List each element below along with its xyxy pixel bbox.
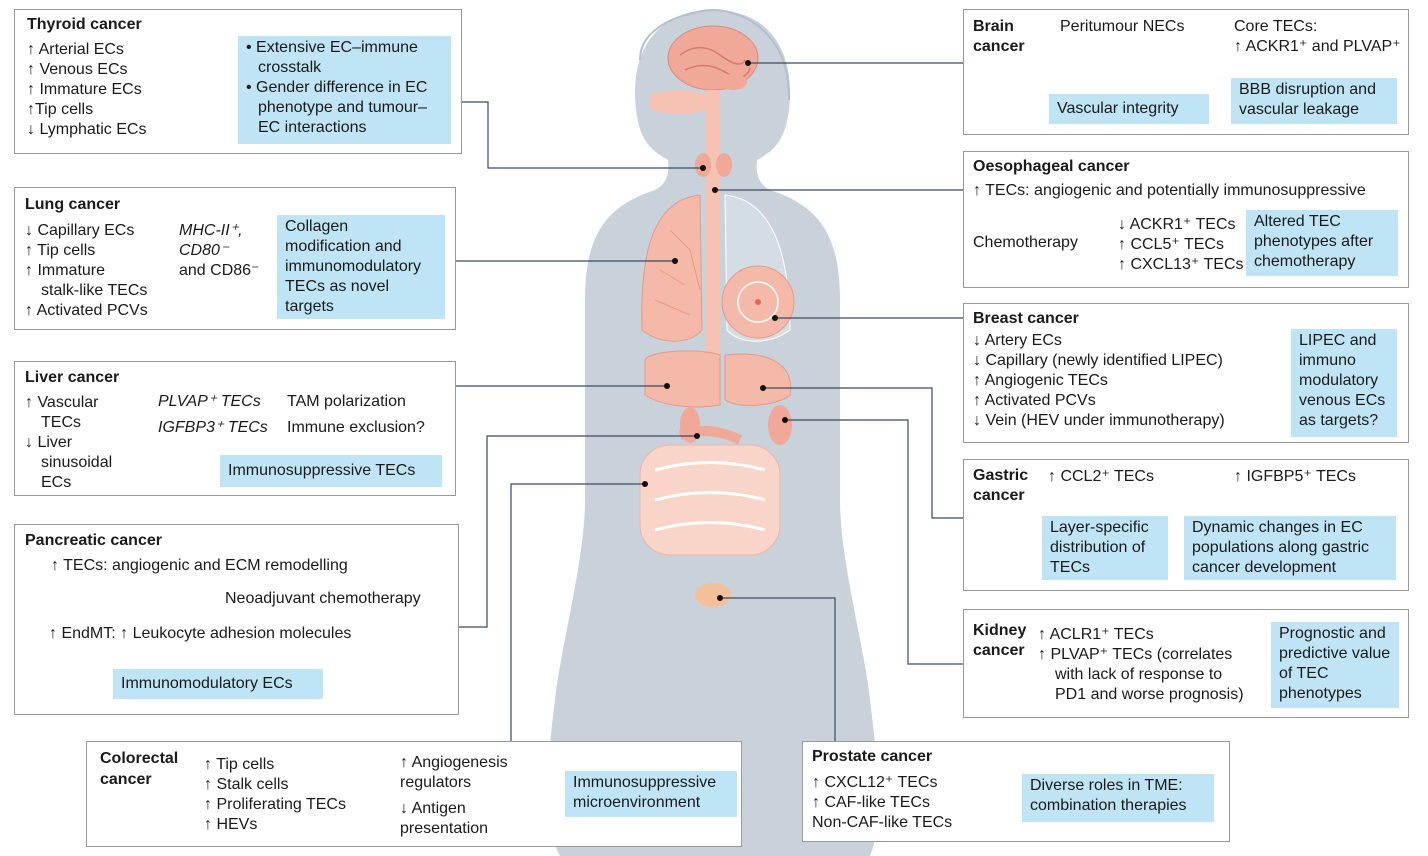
breast-item: ↓ Vein (HEV under immunotherapy) xyxy=(973,412,1225,429)
brain-result2: BBB disruption and vascular leakage xyxy=(1231,78,1397,124)
oesophageal-cancer-panel: Oesophageal cancer ↑ TECs: angiogenic an… xyxy=(963,151,1409,288)
breast-title: Breast cancer xyxy=(973,310,1079,327)
prostate-title: Prostate cancer xyxy=(812,748,933,765)
gastric-result1: Layer-specific distribution of TECs xyxy=(1042,516,1168,580)
lung-result: Collagen modification and immunomodulato… xyxy=(277,215,445,319)
gastric-a: ↑ CCL2⁺ TECs xyxy=(1048,468,1154,485)
gastric-result2: Dynamic changes in EC populations along … xyxy=(1184,516,1396,580)
thyroid-bullet: • Gender difference in EC phenotype and … xyxy=(246,79,428,136)
colorectal-mid1: ↑ Angiogenesis regulators xyxy=(400,754,508,791)
lung-title: Lung cancer xyxy=(25,196,121,213)
pancreatic-cancer-panel: Pancreatic cancer ↑ TECs: angiogenic and… xyxy=(14,524,459,715)
lung-item: stalk-like TECs xyxy=(41,282,148,299)
liver-path2-from: IGFBP3⁺ TECs xyxy=(158,419,268,436)
liver-result: Immunosuppressive TECs xyxy=(220,455,442,487)
prostate-item: ↑ CAF-like TECs xyxy=(812,794,930,811)
thyroid-item: ↓ Lymphatic ECs xyxy=(27,121,147,138)
liver-item: sinusoidal xyxy=(41,454,113,471)
thyroid-item: ↑Tip cells xyxy=(27,101,94,118)
kidney-item: ↑ ACLR1⁺ TECs xyxy=(1038,626,1154,643)
brain-result1: Vascular integrity xyxy=(1049,94,1209,124)
liver-item: ECs xyxy=(41,474,72,491)
liver-item: ↓ Liver xyxy=(25,434,73,451)
breast-cancer-panel: Breast cancer ↓ Artery ECs ↓ Capillary (… xyxy=(963,303,1409,443)
brain-core2: ↑ ACKR1⁺ and PLVAP⁺ xyxy=(1234,38,1401,55)
thyroid-item: ↑ Venous ECs xyxy=(27,61,128,78)
lung-mhc: MHC-II⁺, xyxy=(179,222,243,239)
colorectal-item: ↑ HEVs xyxy=(204,816,258,833)
prostate-organ xyxy=(695,583,731,607)
pancreatic-result: Immunomodulatory ECs xyxy=(113,669,323,699)
breast-item: ↓ Artery ECs xyxy=(973,332,1062,349)
colorectal-result: Immunosuppressive microenvironment xyxy=(565,771,737,817)
liver-title: Liver cancer xyxy=(25,369,120,386)
pancreatic-line3: ↑ EndMT: ↑ Leukocyte adhesion molecules xyxy=(49,625,352,642)
thyroid-cancer-panel: Thyroid cancer ↑ Arterial ECs ↑ Venous E… xyxy=(14,9,462,154)
oesophageal-chemo: Chemotherapy xyxy=(973,234,1078,251)
breast-item: ↑ Activated PCVs xyxy=(973,392,1096,409)
liver-organ xyxy=(644,350,721,408)
thyroid-result: • Extensive EC–immune crosstalk • Gender… xyxy=(238,36,451,144)
kidney-cancer-panel: Kidney cancer ↑ ACLR1⁺ TECs ↑ PLVAP⁺ TEC… xyxy=(963,609,1409,718)
pancreas-organ xyxy=(678,426,743,445)
oesophageal-item: ↑ CXCL13⁺ TECs xyxy=(1118,256,1244,273)
kidney-result: Prognostic and predictive value of TEC p… xyxy=(1271,622,1399,708)
liver-item: ↑ Vascular xyxy=(25,394,99,411)
kidney-title: Kidney cancer xyxy=(973,622,1027,659)
colorectal-item: ↑ Proliferating TECs xyxy=(204,796,346,813)
liver-path1-to: TAM polarization xyxy=(287,393,406,410)
oesophagus xyxy=(706,90,720,360)
liver-path1-from: PLVAP⁺ TECs xyxy=(158,393,261,410)
prostate-result: Diverse roles in TME: combination therap… xyxy=(1022,774,1214,822)
breast-item: ↑ Angiogenic TECs xyxy=(973,372,1108,389)
liver-item: TECs xyxy=(41,414,81,431)
liver-cancer-panel: Liver cancer ↑ Vascular TECs ↓ Liver sin… xyxy=(14,361,456,496)
brain-peri: Peritumour NECs xyxy=(1060,18,1185,35)
prostate-item: ↑ CXCL12⁺ TECs xyxy=(812,774,938,791)
brain-cancer-panel: Brain cancer Peritumour NECs Core TECs: … xyxy=(963,9,1409,135)
thyroid-bullet: • Extensive EC–immune crosstalk xyxy=(246,39,418,76)
colorectal-item: ↑ Tip cells xyxy=(204,756,275,773)
thyroid-title: Thyroid cancer xyxy=(27,16,142,33)
colorectal-title: Colorectal cancer xyxy=(100,750,179,788)
thyroid-item: ↑ Arterial ECs xyxy=(27,41,124,58)
breast-item: ↓ Capillary (newly identified LIPEC) xyxy=(973,352,1223,369)
kidney-item: ↑ PLVAP⁺ TECs (correlates xyxy=(1038,646,1233,663)
intestines xyxy=(639,444,781,556)
lung-cancer-panel: Lung cancer ↓ Capillary ECs ↑ Tip cells … xyxy=(14,187,456,330)
breast-result: LIPEC and immuno modulatory venous ECs a… xyxy=(1291,329,1397,437)
brain-core1: Core TECs: xyxy=(1234,18,1318,35)
lung-item: ↑ Immature xyxy=(25,262,106,279)
gastric-b: ↑ IGFBP5⁺ TECs xyxy=(1234,468,1356,485)
gastric-title: Gastric cancer xyxy=(973,467,1029,504)
oesophageal-item: ↓ ACKR1⁺ TECs xyxy=(1118,216,1236,233)
prostate-item: Non-CAF-like TECs xyxy=(812,814,953,831)
kidney-item: with lack of response to xyxy=(1055,666,1223,683)
lung-item: ↑ Tip cells xyxy=(25,242,96,259)
prostate-cancer-panel: Prostate cancer ↑ CXCL12⁺ TECs ↑ CAF-lik… xyxy=(802,741,1230,842)
stomach-organ xyxy=(724,353,792,406)
pancreatic-line2: Neoadjuvant chemotherapy xyxy=(225,590,421,607)
lung-mhc: CD80⁻ xyxy=(179,242,229,259)
lung-left xyxy=(641,194,703,342)
lung-item: ↑ Activated PCVs xyxy=(25,302,148,319)
oesophageal-result: Altered TEC phenotypes after chemotherap… xyxy=(1246,210,1398,276)
gastric-cancer-panel: Gastric cancer ↑ CCL2⁺ TECs ↑ IGFBP5⁺ TE… xyxy=(963,459,1409,591)
colorectal-cancer-panel: Colorectal cancer ↑ Tip cells ↑ Stalk ce… xyxy=(86,741,742,847)
oesophageal-line1: ↑ TECs: angiogenic and potentially immun… xyxy=(973,182,1366,199)
pancreatic-title: Pancreatic cancer xyxy=(25,532,162,549)
lung-mhc: and CD86⁻ xyxy=(179,262,260,279)
thyroid-item: ↑ Immature ECs xyxy=(27,81,142,98)
lung-item: ↓ Capillary ECs xyxy=(25,222,135,239)
colorectal-mid2: ↓ Antigen presentation xyxy=(400,800,489,837)
kidney-organ xyxy=(768,405,792,445)
kidney-item: PD1 and worse prognosis) xyxy=(1055,686,1244,703)
pancreatic-line1: ↑ TECs: angiogenic and ECM remodelling xyxy=(51,557,348,574)
oesophageal-title: Oesophageal cancer xyxy=(973,158,1130,175)
liver-path2-to: Immune exclusion? xyxy=(287,419,425,436)
oesophageal-item: ↑ CCL5⁺ TECs xyxy=(1118,236,1224,253)
colorectal-item: ↑ Stalk cells xyxy=(204,776,289,793)
brain-title: Brain cancer xyxy=(973,18,1025,55)
